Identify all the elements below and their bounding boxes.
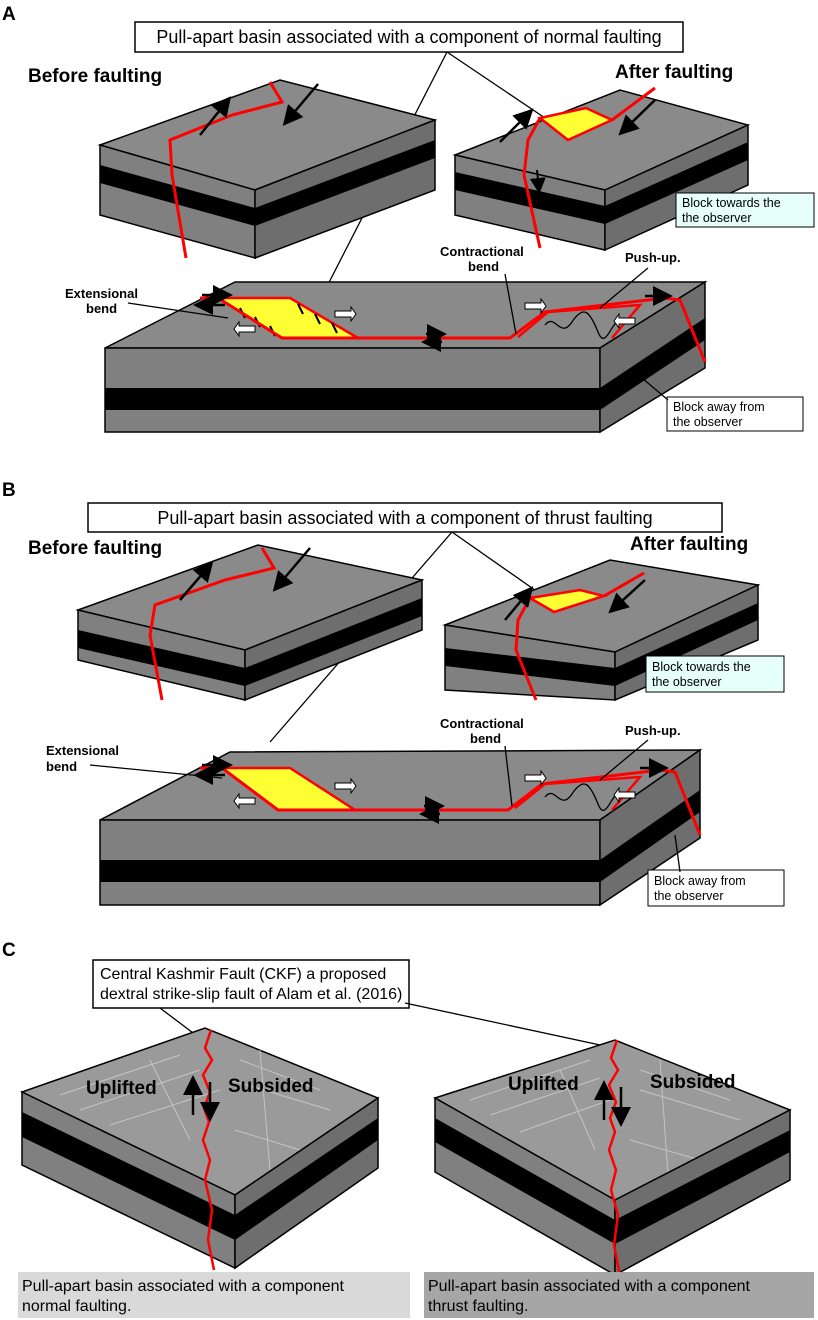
panel-a-extensional-leader bbox=[127, 302, 229, 319]
panel-c-title-1: Central Kashmir Fault (CKF) a proposed bbox=[100, 966, 386, 983]
panel-b-block-towards-box bbox=[645, 655, 785, 693]
panel-b-after-block bbox=[442, 559, 761, 702]
panel-b-block-towards-1: Block towards the bbox=[652, 660, 751, 674]
panel-a-before-arrow-right bbox=[282, 83, 319, 126]
panel-b-block-towards-2: the observer bbox=[652, 675, 721, 689]
panel-a-leader-right bbox=[446, 51, 546, 119]
panel-a-title-box bbox=[134, 21, 684, 53]
panel-a-before-block bbox=[97, 79, 438, 260]
panel-b-before-block bbox=[75, 544, 425, 702]
panel-c-leader-right bbox=[404, 1002, 615, 1049]
panel-a-after-down-arrow bbox=[529, 169, 546, 194]
panel-b-extensional-leader bbox=[89, 764, 223, 779]
panel-c-left-block bbox=[20, 1027, 380, 1271]
panel-c-left-caption-2: normal faulting. bbox=[22, 1298, 131, 1315]
panel-b-title: Pull-apart basin associated with a compo… bbox=[157, 508, 652, 528]
panel-a-pushup-folds bbox=[544, 311, 621, 339]
panel-b-letter: B bbox=[2, 480, 16, 501]
panel-a-bottom-block bbox=[104, 280, 708, 434]
panel-b-before-fault bbox=[148, 547, 277, 701]
panel-b-extensional-1: Extensional bbox=[46, 743, 119, 758]
panel-a-block-towards-1: Block towards the bbox=[682, 196, 781, 210]
panel-a-block-towards-box bbox=[675, 192, 815, 228]
panel-b-after-label: After faulting bbox=[630, 534, 748, 555]
panel-c-right-caption-1: Pull-apart basin associated with a compo… bbox=[428, 1278, 751, 1295]
panel-c-left-uplifted: Uplifted bbox=[86, 1078, 157, 1099]
panel-a-pushup: Push-up. bbox=[625, 250, 681, 265]
panel-a-contractional-1: Contractional bbox=[440, 244, 524, 259]
panel-a-after-block bbox=[452, 86, 751, 252]
panel-a-letter: A bbox=[2, 4, 16, 25]
panel-a-contractional-2: bend bbox=[468, 259, 499, 274]
panel-b-contractional-2: bend bbox=[470, 731, 501, 746]
panel-b-leader-right bbox=[451, 531, 543, 596]
panel-a-block-away-box bbox=[666, 396, 804, 432]
panel-b-pushup: Push-up. bbox=[625, 723, 681, 738]
panel-c-title-2: dextral strike-slip fault of Alam et al.… bbox=[100, 986, 402, 1003]
panel-c-left-subsided: Subsided bbox=[228, 1076, 314, 1097]
panel-b-extensional-2: bend bbox=[46, 759, 77, 774]
panel-c-letter: C bbox=[2, 940, 16, 961]
panel-a-after-arrow-right bbox=[618, 99, 656, 136]
panel-b-bottom-block bbox=[99, 748, 703, 907]
panel-c-right-fault bbox=[607, 1039, 622, 1277]
panel-c-left-caption-box bbox=[18, 1272, 410, 1318]
panel-c: C Central Kashmir Fault (CKF) a proposed… bbox=[2, 940, 814, 1318]
panel-c-right-subsided: Subsided bbox=[650, 1072, 736, 1093]
panel-c-left-fault bbox=[201, 1029, 216, 1271]
panel-b-block-away-box bbox=[647, 869, 785, 907]
panel-a-extensional-2: bend bbox=[86, 301, 117, 316]
panel-b-block-away-2: the observer bbox=[654, 889, 723, 903]
panel-c-left-caption-1: Pull-apart basin associated with a compo… bbox=[22, 1278, 345, 1295]
panel-a-before-label: Before faulting bbox=[28, 66, 162, 87]
panel-b-contractional-1: Contractional bbox=[440, 716, 524, 731]
panel-a-block-away-2: the observer bbox=[673, 415, 742, 429]
panel-b-contractional-leader bbox=[504, 745, 513, 807]
panel-b-after-fault bbox=[514, 571, 645, 701]
panel-a-block-away-leader bbox=[641, 377, 669, 401]
panel-b-title-box bbox=[87, 502, 723, 533]
panel-c-right-block bbox=[433, 1039, 792, 1277]
panel-a-before-fault bbox=[168, 81, 285, 259]
panel-a-block-away-1: Block away from bbox=[673, 400, 765, 414]
panel-a-after-arrow-left bbox=[499, 108, 534, 143]
panel-c-title-box bbox=[92, 959, 410, 1009]
panel-b-block-away-1: Block away from bbox=[654, 874, 746, 888]
panel-a-extensional-1: Extensional bbox=[65, 286, 138, 301]
panel-c-right-caption-2: thrust faulting. bbox=[428, 1298, 529, 1315]
panel-b-bottom-fault bbox=[200, 766, 702, 836]
panel-b: B Pull-apart basin associated with a com… bbox=[2, 480, 785, 907]
panel-a-title: Pull-apart basin associated with a compo… bbox=[156, 27, 661, 47]
panel-b-before-label: Before faulting bbox=[28, 538, 162, 559]
panel-a: A Pull-apart basin associated with a com… bbox=[2, 4, 815, 434]
panel-c-right-uplifted: Uplifted bbox=[508, 1074, 579, 1095]
panel-b-pushup-leader bbox=[599, 739, 649, 781]
panel-b-block-away-leader bbox=[674, 834, 681, 873]
panel-c-right-caption-box bbox=[424, 1272, 814, 1318]
panel-a-pushup-leader bbox=[599, 267, 649, 309]
panel-a-after-label: After faulting bbox=[615, 62, 733, 83]
panel-a-before-arrow-left bbox=[199, 96, 232, 136]
panel-a-contractional-leader bbox=[504, 273, 517, 335]
panel-a-block-towards-2: the observer bbox=[682, 211, 751, 225]
